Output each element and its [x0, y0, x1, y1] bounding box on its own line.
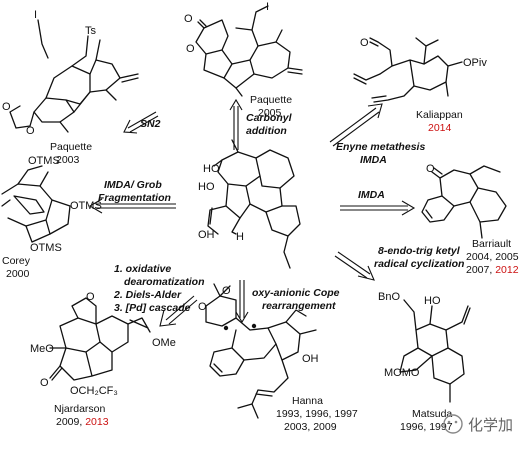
atom-label: OTMS [30, 242, 62, 254]
route-name: Kaliappan [416, 109, 463, 121]
condition-cope: oxy-anionic Cope [252, 287, 340, 299]
condition-njardarson: dearomatization [124, 276, 205, 288]
condition-ketyl: 8-endo-trig ketyl [378, 245, 461, 257]
condition-imda: IMDA [358, 189, 385, 201]
arrow-enyne-metathesis [329, 103, 383, 147]
atom-label: O [198, 301, 207, 313]
route-year: 2005 [258, 107, 282, 119]
arrow-imda [340, 200, 416, 216]
atom-label: O [2, 101, 11, 113]
route-year-highlight: 2014 [428, 122, 452, 134]
atom-label: O [184, 13, 193, 25]
atom-label: BnO [378, 291, 400, 303]
atom-label: OMe [152, 337, 176, 349]
condition-ketyl: radical cyclization [374, 258, 464, 270]
atom-label: OH [198, 229, 215, 241]
atom-label: O [186, 43, 195, 55]
arrow-imda-grob [88, 198, 176, 214]
condition-njardarson: 2. Diels-Alder [113, 289, 182, 301]
route-name: Matsuda [412, 408, 452, 420]
atom-label: OTMS [70, 200, 102, 212]
route-year: 2003, 2009 [284, 421, 337, 433]
structure-matsuda: BnO HO MOMO [378, 291, 471, 403]
atom-label: O [86, 291, 95, 303]
route-name: Paquette [50, 141, 92, 153]
atom-label: O [360, 37, 369, 49]
condition-enyne: IMDA [360, 154, 387, 166]
structure-paquette-2003: I Ts O O [2, 9, 139, 137]
route-year: 2007, 2012 [466, 264, 519, 276]
atom-label: HO [424, 295, 441, 307]
atom-label: I [34, 9, 37, 21]
condition-enyne: Enyne metathesis [336, 141, 425, 153]
watermark-text: 化学加 [468, 416, 513, 434]
atom-label: MOMO [384, 367, 420, 379]
condition-sn2: SN2 [140, 118, 161, 130]
arrow-sn2 [123, 111, 159, 134]
route-year: 2003 [56, 154, 80, 166]
structure-paquette-2005: O O I [184, 1, 303, 97]
structure-target: HO HO OH H [198, 139, 301, 269]
route-name: Paquette [250, 94, 292, 106]
condition-grob: Fragmentation [98, 192, 171, 204]
arrow-carbonyl-addition [229, 98, 243, 150]
atom-label: HO [198, 181, 215, 193]
atom-label: MeO [30, 343, 54, 355]
condition-carbonyl: addition [246, 125, 287, 137]
atom-label: OTMS [28, 155, 60, 167]
arrow-ketyl-cyclization [334, 251, 375, 281]
atom-label: O [26, 125, 35, 137]
condition-njardarson: 1. oxidative [114, 263, 171, 275]
condition-grob: IMDA/ Grob [104, 179, 162, 191]
route-name: Hanna [292, 395, 323, 407]
route-name: Barriault [472, 238, 511, 250]
watermark: 化学加 [443, 414, 513, 434]
route-year: 1993, 1996, 1997 [276, 408, 358, 420]
structure-barriault: O [421, 163, 507, 239]
structure-njardarson: O MeO O OMe OCH₂CF₃ [30, 291, 176, 397]
atom-label: I [266, 1, 269, 13]
atom-label: OPiv [463, 57, 487, 69]
structure-hanna: O O OH [198, 283, 319, 419]
route-year: 2004, 2005 [466, 251, 519, 263]
arrow-oxidative-dearomatization [159, 295, 198, 327]
structure-kaliappan: O OPiv [353, 37, 487, 103]
atom-label: OH [302, 353, 319, 365]
atom-label: Ts [85, 25, 97, 37]
condition-njardarson: 3. [Pd] cascade [114, 302, 191, 314]
route-year: 2009, 2013 [56, 416, 109, 428]
atom-label: O [222, 285, 231, 297]
condition-cope: rearrangement [262, 300, 336, 312]
condition-carbonyl: Carbonyl [246, 112, 293, 124]
atom-label: OCH₂CF₃ [70, 385, 118, 397]
arrow-oxy-cope [235, 280, 249, 324]
atom-label: H [236, 231, 244, 243]
wechat-icon [443, 414, 463, 434]
atom-label: HO [203, 163, 220, 175]
atom-label: O [426, 163, 435, 175]
route-year: 1996, 1997 [400, 421, 453, 433]
route-year: 2000 [6, 268, 30, 280]
route-name: Corey [2, 255, 31, 267]
structure-corey: OTMS OTMS OTMS [1, 155, 102, 254]
atom-label: O [40, 377, 49, 389]
route-name: Njardarson [54, 403, 106, 415]
